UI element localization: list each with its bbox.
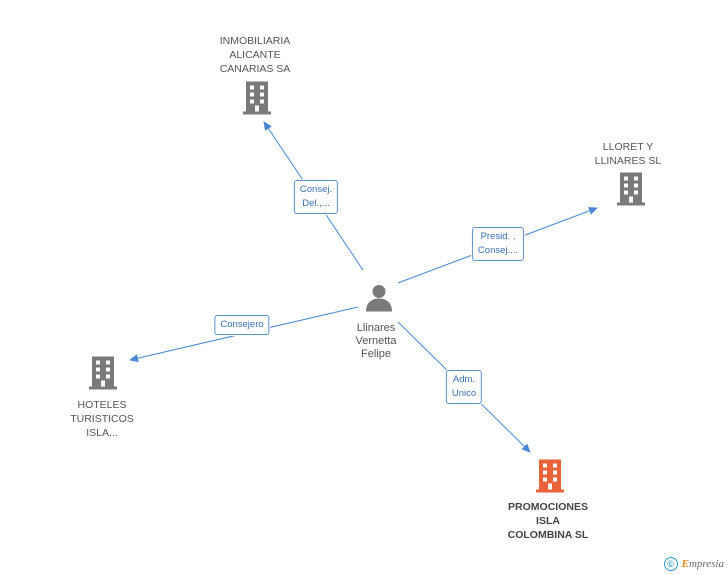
- person-icon[interactable]: [364, 283, 394, 318]
- company-label-promociones[interactable]: PROMOCIONES ISLA COLOMBINA SL: [507, 501, 589, 541]
- building-icon[interactable]: [88, 356, 118, 395]
- company-label-hoteles[interactable]: HOTELES TURISTICOS ISLA...: [70, 399, 134, 439]
- role-label-promociones: Adm. Unico: [445, 370, 483, 404]
- role-label-inmobiliaria: Consej. Del.,...: [293, 180, 339, 214]
- company-label-lloret[interactable]: LLORET Y LLINARES SL: [594, 141, 662, 167]
- role-label-lloret: Presid. , Consej....: [471, 227, 525, 261]
- company-label-inmobiliaria[interactable]: INMOBILIARIA ALICANTE CANARIAS SA: [219, 35, 291, 75]
- empresia-logo: © Empresia: [663, 557, 724, 571]
- building-icon[interactable]: [616, 172, 646, 211]
- role-label-hoteles: Consejero: [214, 315, 270, 335]
- copyright-icon: ©: [663, 557, 678, 571]
- person-label[interactable]: Llinares Vernetta Felipe: [355, 322, 397, 360]
- building-icon[interactable]: [535, 459, 565, 498]
- brand-name: Empresia: [681, 558, 724, 570]
- building-icon[interactable]: [242, 81, 272, 120]
